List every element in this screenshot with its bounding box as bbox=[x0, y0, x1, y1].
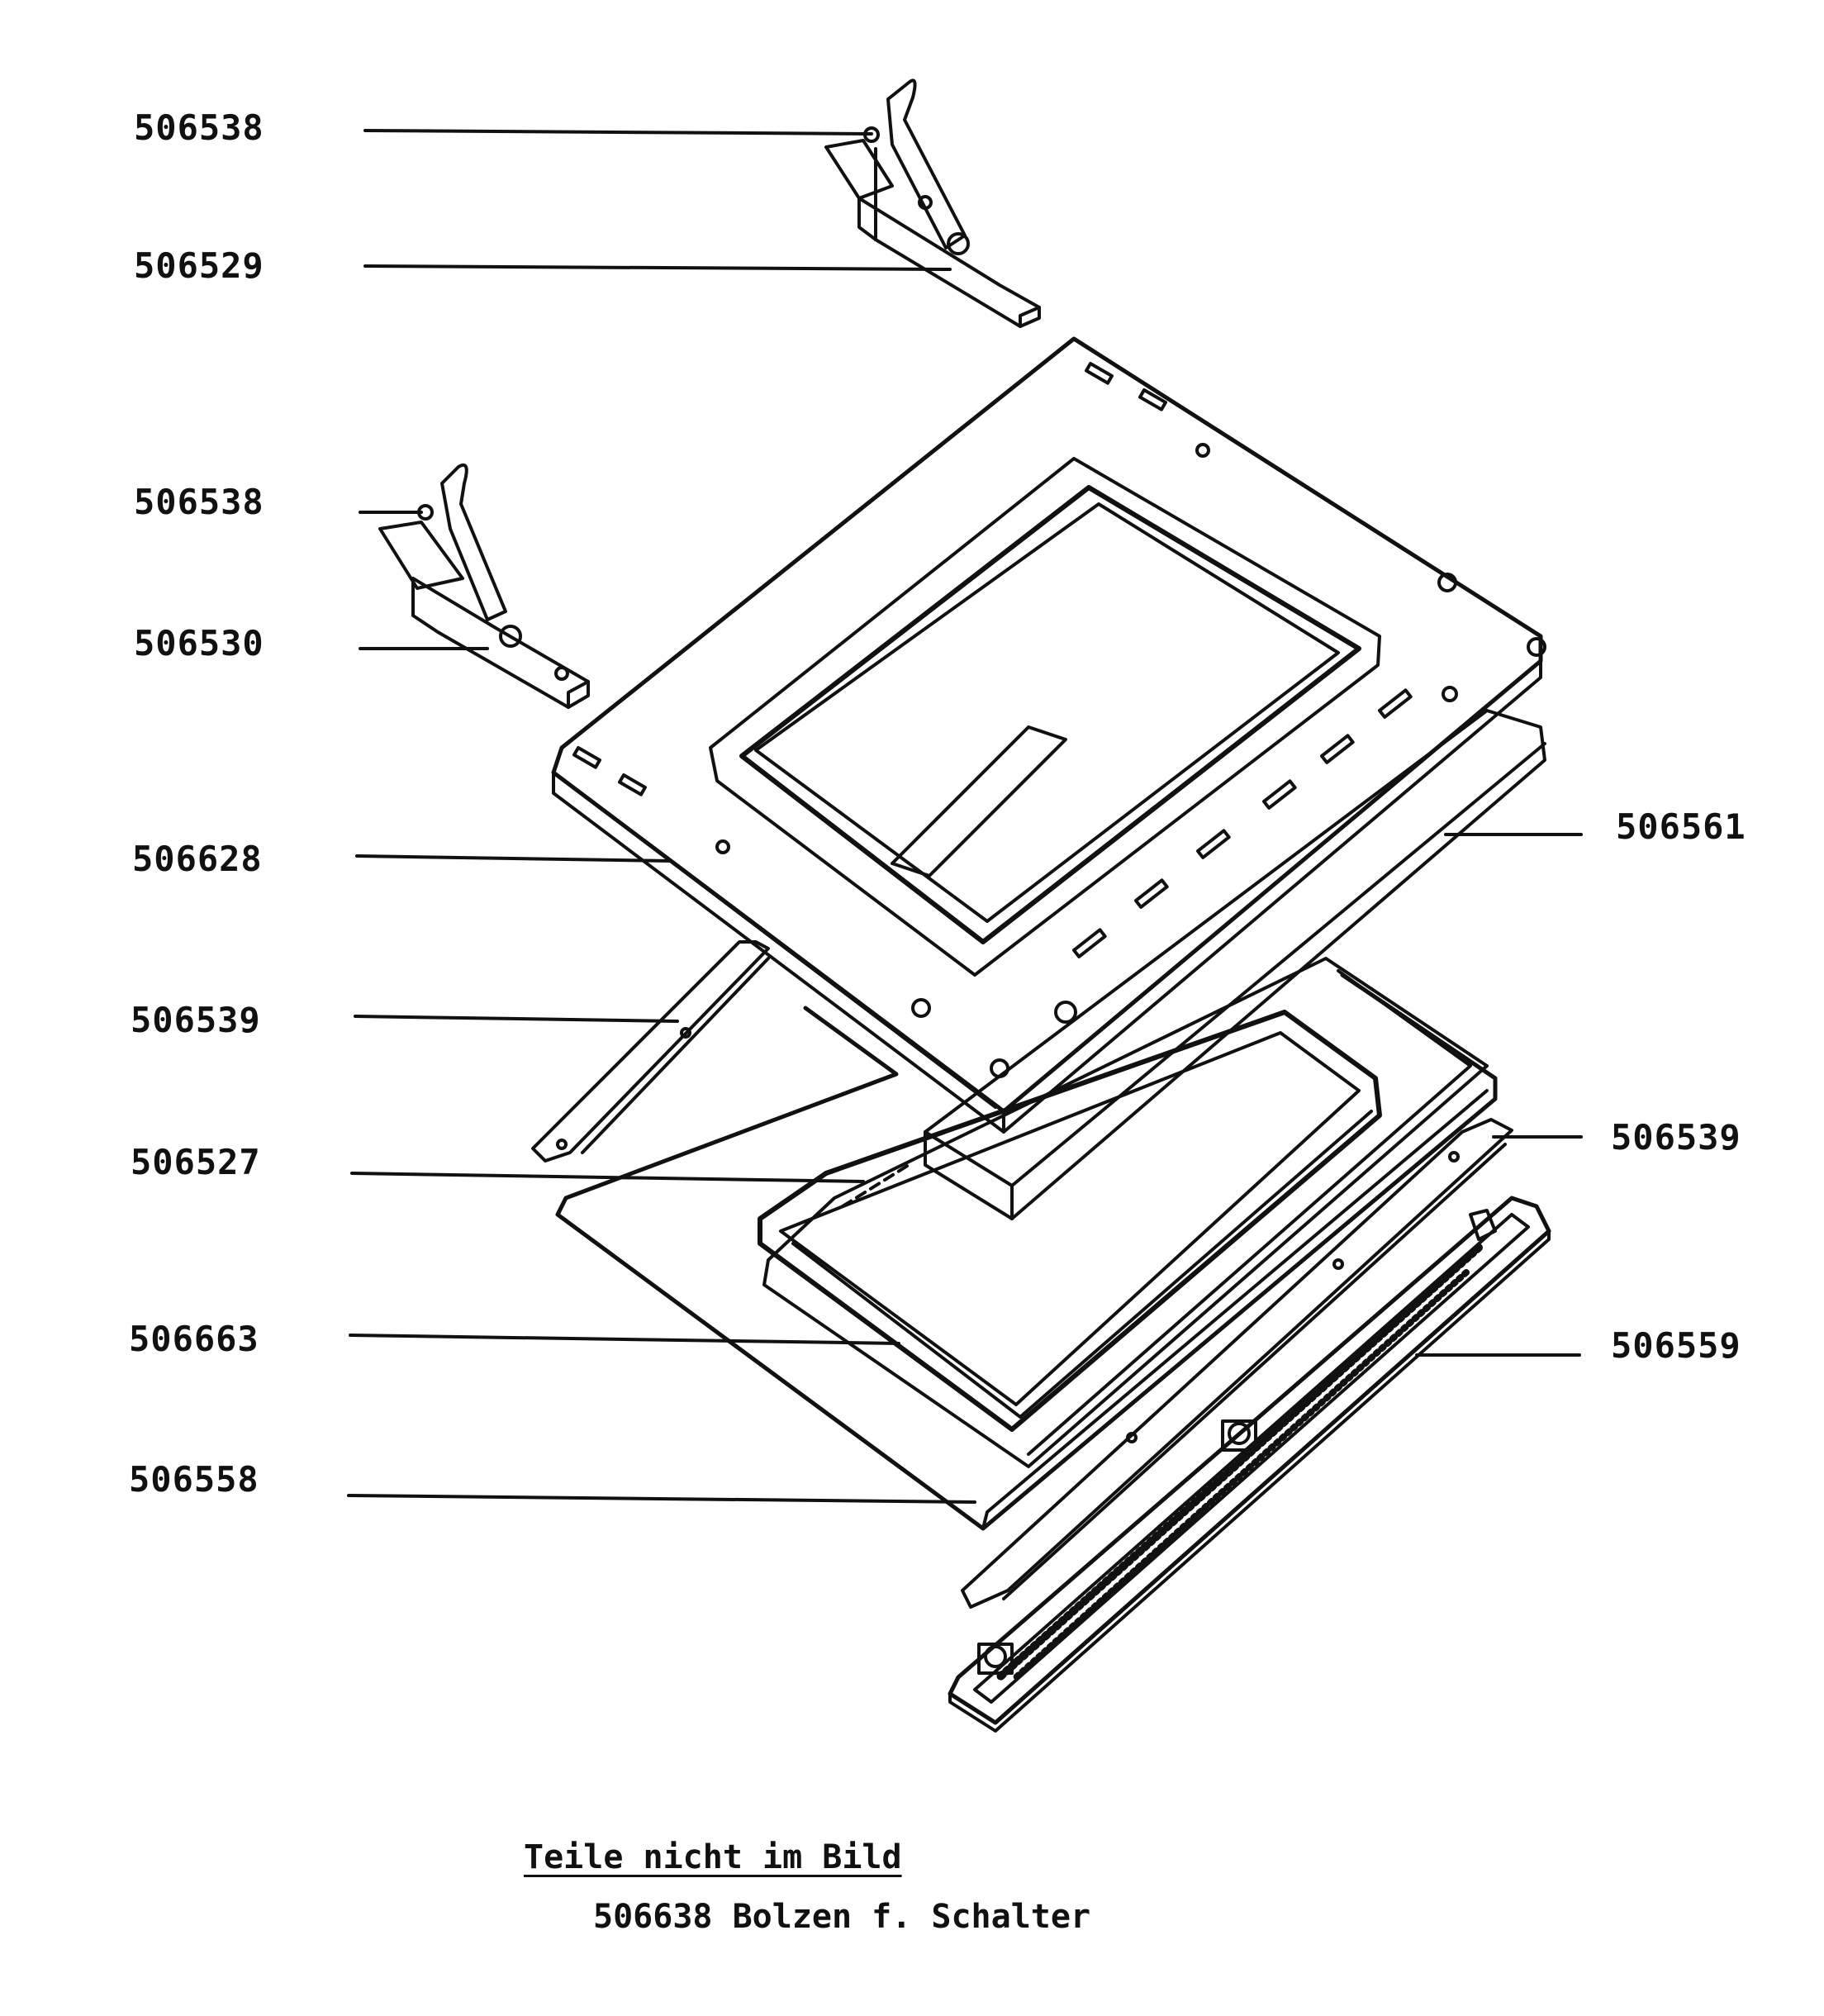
label-handle-strip: 506559 bbox=[1611, 1325, 1741, 1366]
glass-seal bbox=[758, 1010, 1382, 1432]
door-inner-frame bbox=[551, 336, 1546, 1134]
label-insulation-block: 506561 bbox=[1616, 806, 1746, 847]
label-door-inner-frame: 506628 bbox=[132, 839, 263, 879]
leader-lines-right bbox=[1415, 833, 1583, 1357]
handle-strip bbox=[948, 1196, 1551, 1733]
label-hinge-top-bolt: 506538 bbox=[134, 107, 264, 148]
insulation-block bbox=[924, 709, 1546, 1220]
label-glass-seal: 506663 bbox=[129, 1319, 259, 1359]
glass-pane-outer bbox=[555, 972, 1498, 1531]
footnote-item: 506638 Bolzen f. Schalter bbox=[593, 1898, 1091, 1936]
label-glass-pane-outer: 506558 bbox=[129, 1459, 259, 1500]
label-rail-right: 506539 bbox=[1611, 1117, 1741, 1158]
hinge-top bbox=[824, 78, 1041, 328]
label-hinge-top: 506529 bbox=[134, 245, 264, 286]
leader-lines-left bbox=[347, 129, 976, 1504]
rail-right bbox=[961, 1118, 1513, 1609]
label-hinge-left: 506530 bbox=[134, 623, 264, 663]
label-glass-pane-inner: 506527 bbox=[131, 1142, 261, 1182]
footnote-heading: Teile nicht im Bild bbox=[524, 1838, 902, 1876]
label-rail-left: 506539 bbox=[131, 1000, 261, 1040]
rail-left bbox=[531, 940, 770, 1163]
label-hinge-left-bolt: 506538 bbox=[134, 482, 264, 522]
hinge-left bbox=[378, 463, 590, 709]
